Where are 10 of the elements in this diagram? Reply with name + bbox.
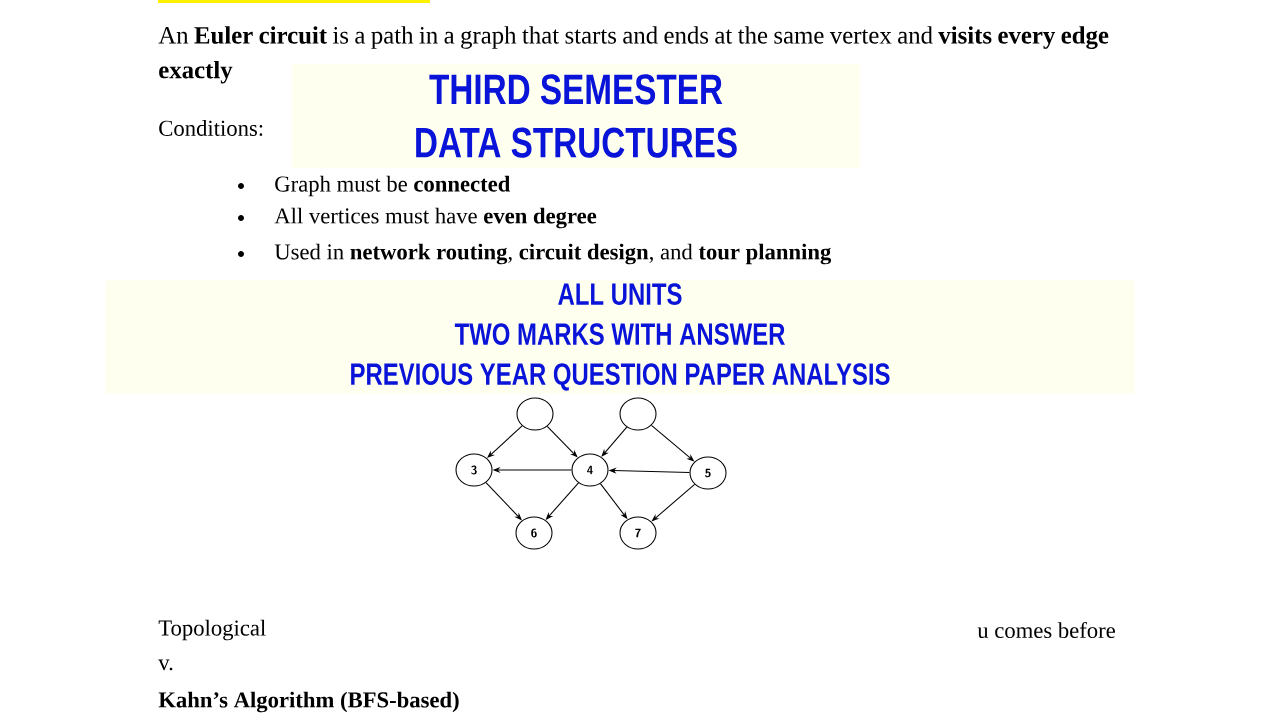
bullet-text: All vertices must have even degree bbox=[274, 207, 597, 229]
arrow bbox=[601, 426, 628, 457]
vertex-circle bbox=[516, 397, 554, 431]
text: u comes before bbox=[977, 621, 1115, 639]
heading: Kahn’s Algorithm (BFS-based) bbox=[158, 691, 459, 713]
vertex-circle bbox=[619, 397, 657, 431]
text: Topological bbox=[158, 619, 266, 641]
text: v. bbox=[158, 659, 173, 671]
text: Conditions: bbox=[159, 119, 263, 136]
banner: ALL UNITS TWO MARKS WITH ANSWER PREVIOUS YEAR QUESTION PAPER ANALYSIS bbox=[105, 280, 1135, 394]
